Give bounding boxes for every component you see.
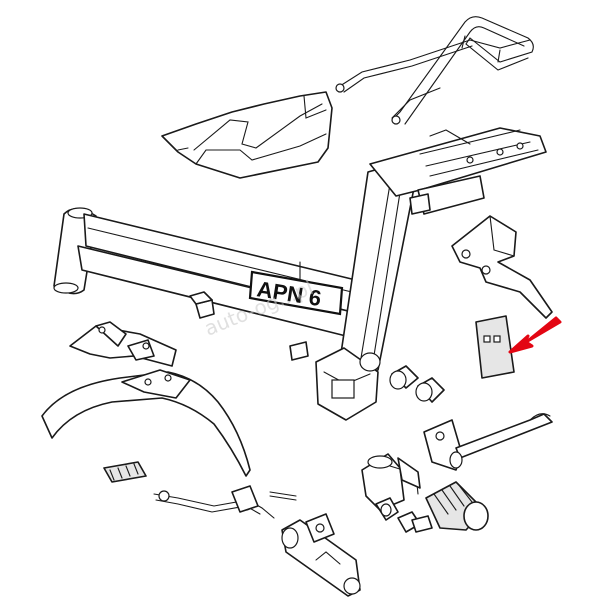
highlighted-plate [475, 315, 562, 379]
footpeg-pivot [361, 453, 433, 533]
footpeg-rubber [425, 481, 489, 531]
tank-cover [161, 91, 333, 179]
luggage-rack [335, 16, 534, 125]
brake-pedal-linkage [153, 485, 297, 519]
side-stand [423, 413, 553, 471]
pointer-arrow [508, 316, 562, 354]
pedal-shaft [281, 513, 361, 597]
main-frame [53, 127, 547, 421]
engine-mount-bracket [69, 321, 177, 367]
footrest-rubber [103, 461, 147, 483]
rack-mount-hole [391, 115, 401, 125]
rack-mount-hole [335, 83, 345, 93]
front-mudguard [41, 369, 251, 477]
bushings [389, 365, 445, 403]
side-panel-bracket [451, 215, 553, 319]
